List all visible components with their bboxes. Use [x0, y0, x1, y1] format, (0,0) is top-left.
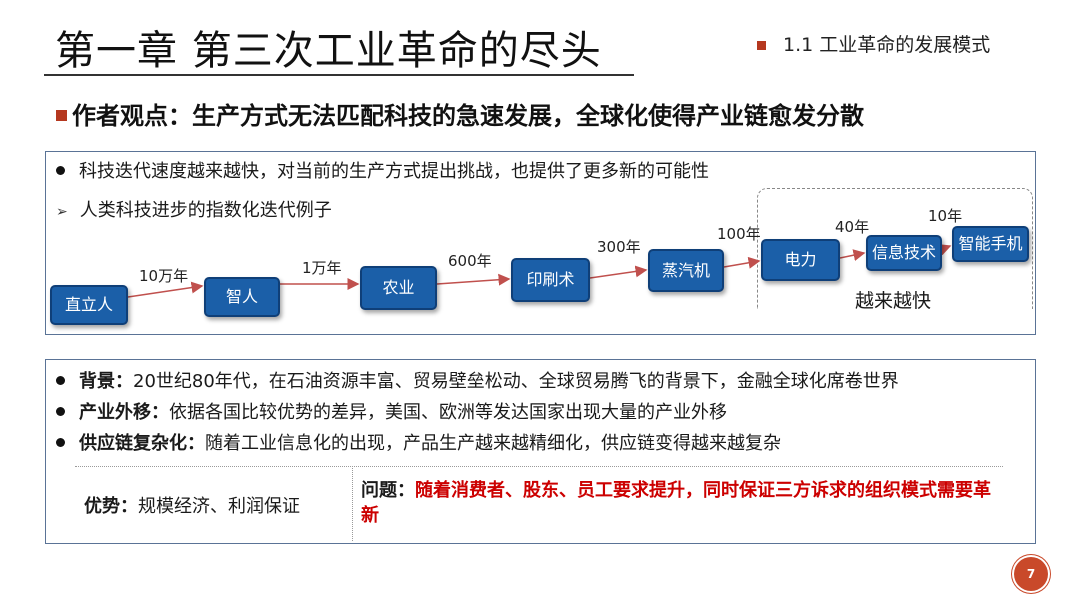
context-item-label: 供应链复杂化： [79, 433, 205, 454]
section-label: 1.1 工业革命的发展模式 [783, 34, 991, 56]
issue-label: 问题： [361, 480, 415, 501]
section-bullet-icon [757, 41, 766, 50]
advantage-label: 优势： [84, 496, 138, 517]
pros-cons-divider [352, 466, 353, 541]
bullet-dot-icon [56, 406, 65, 416]
period-label: 40年 [835, 218, 870, 236]
pros-cons-box [75, 466, 1003, 542]
period-label: 10万年 [139, 267, 189, 285]
stage-node: 印刷术 [511, 258, 590, 302]
faster-label: 越来越快 [855, 290, 932, 312]
period-label: 10年 [928, 207, 963, 225]
period-label: 300年 [597, 238, 641, 256]
period-label: 1万年 [302, 259, 342, 277]
context-panel [45, 359, 1036, 544]
context-item-text: 随着工业信息化的出现，产品生产越来越精细化，供应链变得越来越复杂 [205, 433, 781, 454]
period-label: 600年 [448, 252, 492, 270]
title-underline [44, 74, 634, 76]
stage-node: 直立人 [50, 285, 128, 325]
stage-node: 智能手机 [952, 226, 1029, 262]
issue-line: 问题：随着消费者、股东、员工要求提升，同时保证三方诉求的组织模式需要革新 [361, 478, 991, 528]
context-item-text: 20世纪80年代，在石油资源丰富、贸易壁垒松动、全球贸易腾飞的背景下，金融全球化… [133, 371, 899, 392]
page-number-badge: 7 [1014, 557, 1048, 591]
tech-sub-bullet-text: 人类科技进步的指数化迭代例子 [79, 200, 332, 221]
bullet-dot-icon [56, 437, 65, 447]
tech-bullet-text: 科技迭代速度越来越快，对当前的生产方式提出挑战，也提供了更多新的可能性 [79, 161, 709, 182]
stage-node: 蒸汽机 [648, 249, 724, 292]
context-item: 背景：20世纪80年代，在石油资源丰富、贸易壁垒松动、全球贸易腾飞的背景下，金融… [56, 369, 899, 395]
square-bullet-icon [56, 110, 67, 121]
stage-node: 智人 [204, 277, 280, 317]
issue-text: 随着消费者、股东、员工要求提升，同时保证三方诉求的组织模式需要革新 [361, 480, 991, 526]
arrow-bullet-icon: ➢ [56, 204, 68, 220]
tech-sub-bullet-line: ➢ 人类科技进步的指数化迭代例子 [56, 198, 332, 225]
context-item: 产业外移：依据各国比较优势的差异，美国、欧洲等发达国家出现大量的产业外移 [56, 400, 727, 426]
page-title: 第一章 第三次工业革命的尽头 [55, 28, 602, 74]
bullet-dot-icon [56, 165, 65, 175]
context-item-text: 依据各国比较优势的差异，美国、欧洲等发达国家出现大量的产业外移 [169, 402, 727, 423]
advantage-text: 规模经济、利润保证 [138, 496, 300, 517]
context-item-label: 产业外移： [79, 402, 169, 423]
stage-node: 农业 [360, 266, 437, 310]
author-viewpoint: 作者观点：生产方式无法匹配科技的急速发展，全球化使得产业链愈发分散 [72, 102, 864, 130]
context-item: 供应链复杂化：随着工业信息化的出现，产品生产越来越精细化，供应链变得越来越复杂 [56, 431, 781, 457]
advantage-line: 优势：规模经济、利润保证 [84, 492, 300, 518]
bullet-dot-icon [56, 375, 65, 385]
period-label: 100年 [717, 225, 761, 243]
stage-node: 电力 [761, 239, 840, 281]
stage-node: 信息技术 [866, 235, 942, 271]
tech-bullet-line: 科技迭代速度越来越快，对当前的生产方式提出挑战，也提供了更多新的可能性 [56, 159, 709, 185]
context-item-label: 背景： [79, 371, 133, 392]
recent-stages-bracket [757, 188, 1033, 309]
